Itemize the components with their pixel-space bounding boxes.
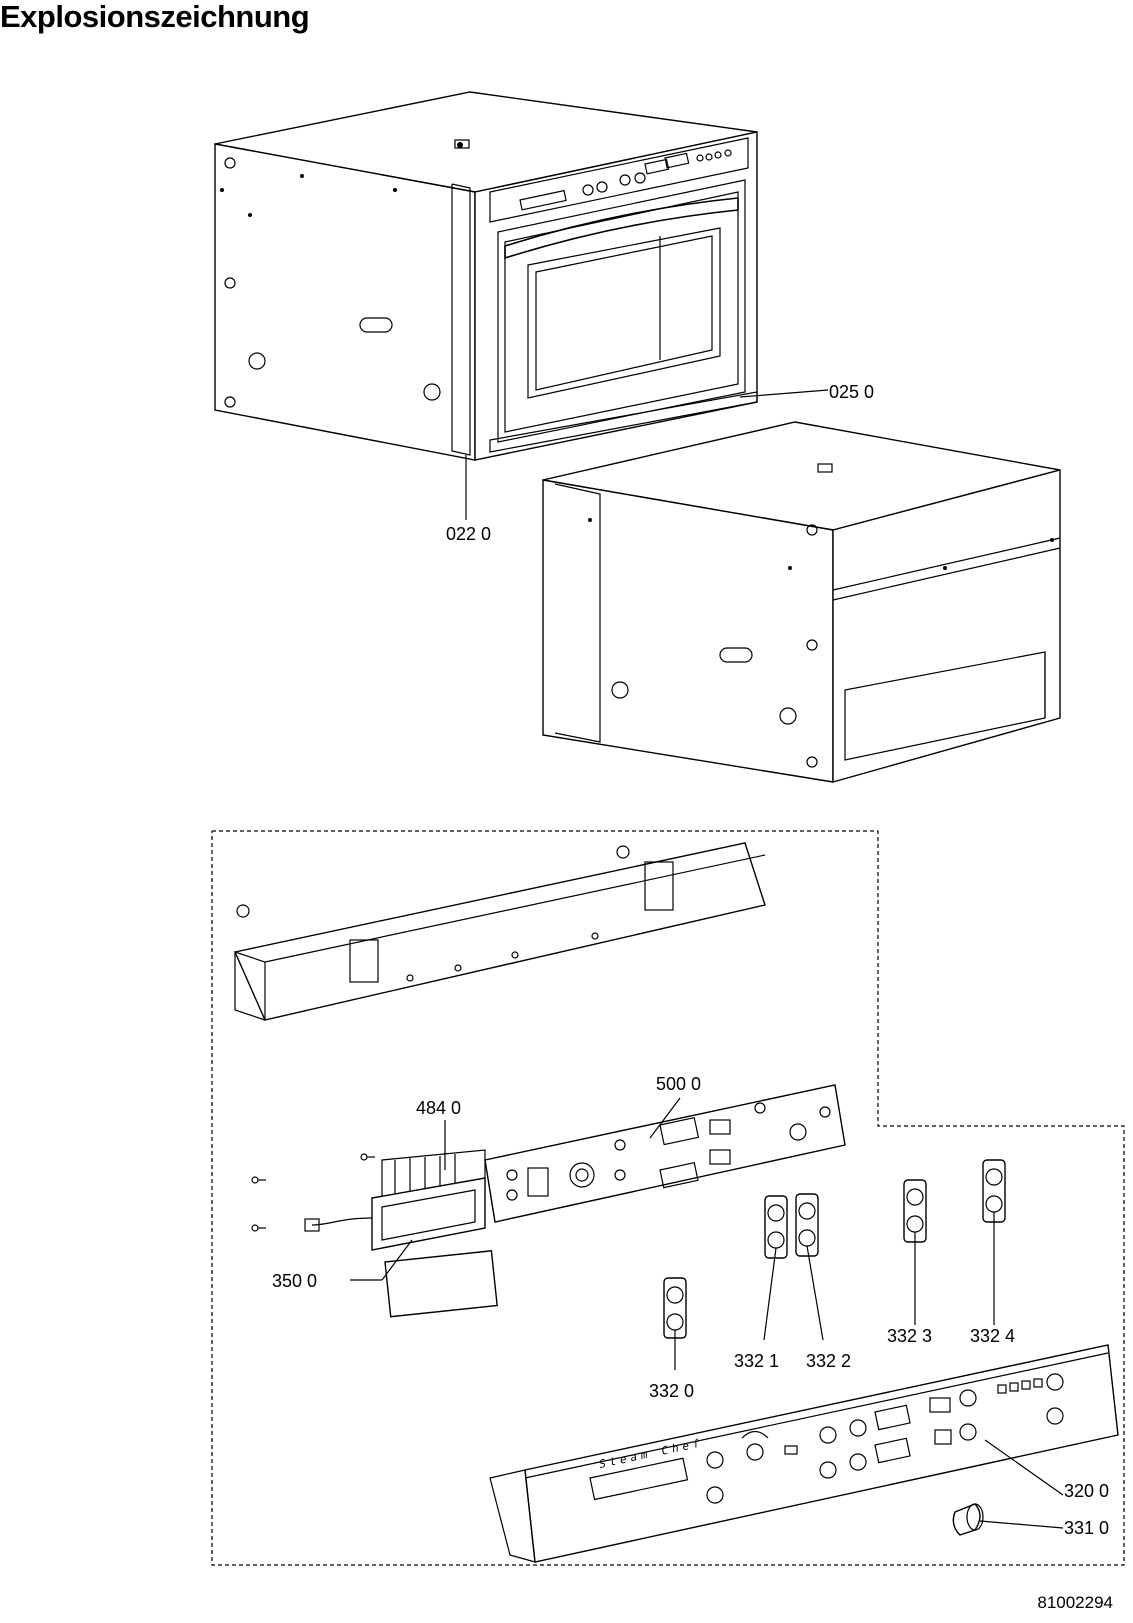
callout-350-0: 350 0: [272, 1271, 317, 1291]
callout-320-0: 320 0: [1064, 1481, 1109, 1501]
callout-332-4: 332 4: [970, 1326, 1015, 1346]
subassembly-boundary: [211, 830, 1125, 1566]
callout-332-2: 332 2: [806, 1351, 851, 1371]
oven-lower-assembly: [542, 421, 1061, 783]
callout-331-0: 331 0: [1064, 1518, 1109, 1538]
key-module-3322: [795, 1193, 819, 1257]
page-title: Explosionszeichnung: [0, 0, 310, 34]
oven-upper-assembly: [214, 91, 758, 461]
key-module-3321: [764, 1195, 788, 1259]
control-panel-fascia: Steam Chef: [489, 1344, 1119, 1563]
callout-332-1: 332 1: [734, 1351, 779, 1371]
leader-lines: [350, 389, 1064, 1529]
callout-025-0: 025 0: [829, 382, 874, 402]
display-window: [384, 1250, 498, 1318]
callout-484-0: 484 0: [416, 1098, 461, 1118]
display-module: [371, 1177, 486, 1251]
callout-332-3: 332 3: [887, 1326, 932, 1346]
mounting-rail: [234, 842, 766, 1021]
callout-332-0: 332 0: [649, 1381, 694, 1401]
knob-cap: [952, 1503, 984, 1536]
document-number: 81002294: [1037, 1593, 1113, 1612]
screws: [251, 1153, 375, 1232]
callout-022-0: 022 0: [446, 524, 491, 544]
control-board: [484, 1084, 846, 1223]
callout-500-0: 500 0: [656, 1074, 701, 1094]
callout-labels: 025 0 022 0 500 0 484 0 350 0 332 0 332 …: [272, 382, 1109, 1538]
key-module-3320: [663, 1277, 687, 1339]
